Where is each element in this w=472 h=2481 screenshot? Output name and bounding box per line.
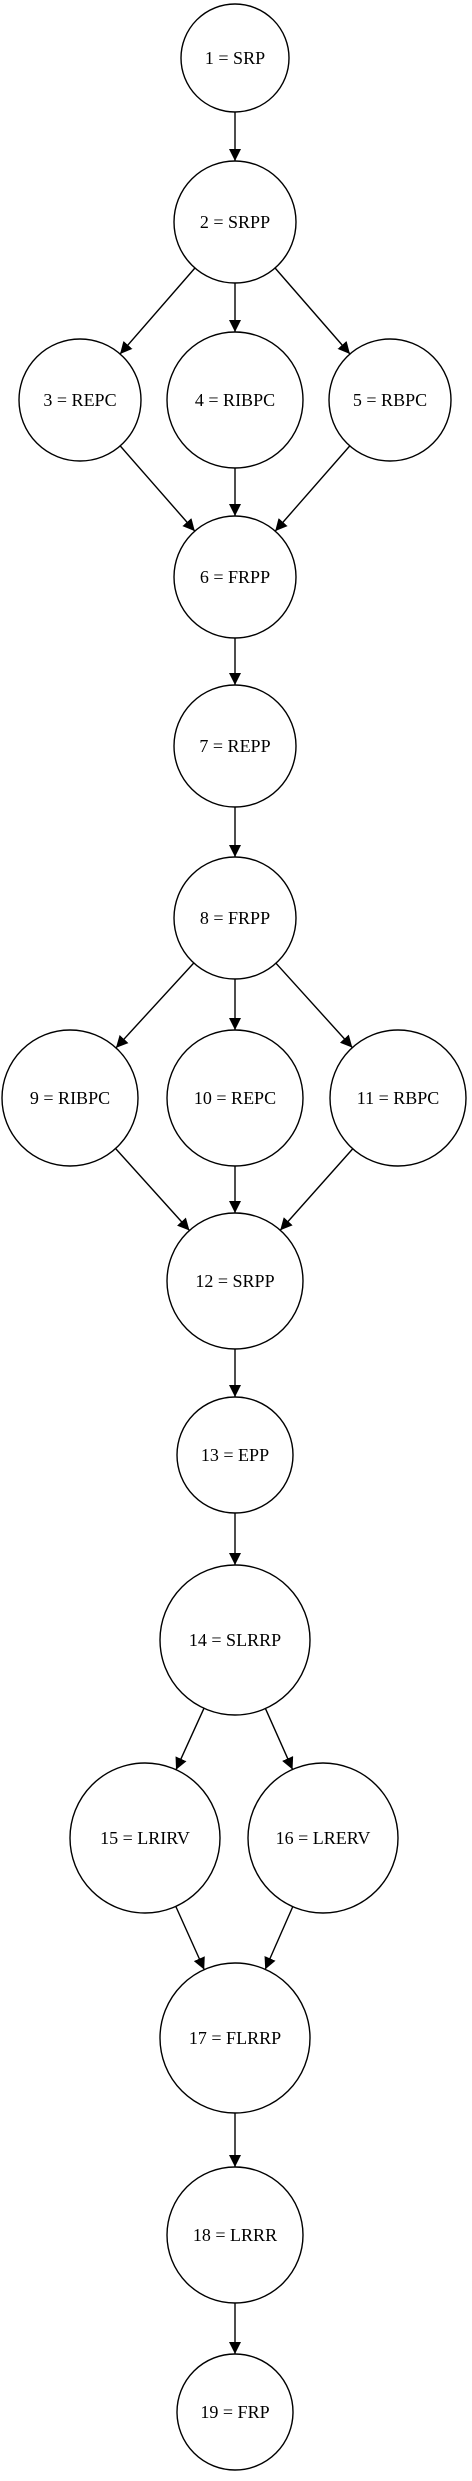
node-label: 7 = REPP [199,736,270,756]
node-label: 11 = RBPC [357,1088,440,1108]
edges-layer [115,112,354,2354]
node-label: 15 = LRIRV [100,1828,190,1848]
node-label: 6 = FRPP [200,567,270,587]
edge-arrow [119,267,196,355]
edge-arrow [274,267,351,355]
edge-9-12 [115,1148,190,1231]
node-11: 11 = RBPC [329,1029,467,1167]
edge-14-16 [264,1708,294,1770]
node-circle [166,1029,304,1167]
node-circle [159,1564,311,1716]
node-12: 12 = SRPP [166,1212,304,1350]
edge-arrow [264,1708,294,1770]
node-8: 8 = FRPP [173,856,297,980]
node-circle [1,1029,139,1167]
edge-14-15 [175,1707,205,1771]
node-label: 9 = RIBPC [30,1088,110,1108]
edge-arrow [119,445,196,532]
node-10: 10 = REPC [166,1029,304,1167]
node-label: 14 = SLRRP [189,1630,281,1650]
node-6: 6 = FRPP [173,515,297,639]
node-label: 18 = LRRR [193,2225,277,2245]
node-label: 10 = REPC [194,1088,276,1108]
node-circle [247,1762,399,1914]
node-19: 19 = FRP [176,2353,294,2471]
node-circle [159,1962,311,2114]
node-circle [173,160,297,284]
edge-8-9 [115,962,195,1049]
edge-arrow [115,1148,190,1231]
node-circle [166,2166,304,2304]
edge-5-6 [274,445,351,532]
node-9: 9 = RIBPC [1,1029,139,1167]
node-label: 5 = RBPC [353,390,427,410]
nodes-layer: 1 = SRP 2 = SRPP 3 = REPC 4 = RIBPC 5 = RBPC… [1,3,467,2471]
node-label: 1 = SRP [205,48,265,68]
node-4: 4 = RIBPC [166,331,304,469]
node-18: 18 = LRRR [166,2166,304,2304]
node-17: 17 = FLRRP [159,1962,311,2114]
node-1: 1 = SRP [180,3,290,113]
node-label: 16 = LRERV [276,1828,371,1848]
node-15: 15 = LRIRV [69,1762,221,1914]
node-label: 19 = FRP [200,2402,269,2422]
node-circle [166,1212,304,1350]
node-14: 14 = SLRRP [159,1564,311,1716]
node-7: 7 = REPP [173,684,297,808]
edge-arrow [264,1906,294,1970]
edge-arrow [275,962,353,1049]
edge-arrow [175,1906,205,1970]
node-circle [180,3,290,113]
node-label: 13 = EPP [201,1445,269,1465]
node-circle [18,338,142,462]
edge-2-3 [119,267,196,355]
edge-arrow [175,1707,205,1771]
node-label: 17 = FLRRP [189,2028,281,2048]
node-circle [173,856,297,980]
node-5: 5 = RBPC [328,338,452,462]
edge-arrow [115,962,195,1049]
edge-3-6 [119,445,196,532]
node-circle [328,338,452,462]
edge-arrow [279,1148,354,1231]
node-label: 8 = FRPP [200,908,270,928]
node-circle [173,684,297,808]
node-label: 12 = SRPP [195,1271,274,1291]
node-circle [329,1029,467,1167]
node-circle [176,2353,294,2471]
edge-11-12 [279,1148,354,1231]
node-2: 2 = SRPP [173,160,297,284]
node-label: 4 = RIBPC [195,390,275,410]
node-circle [166,331,304,469]
node-circle [176,1396,294,1514]
node-label: 3 = REPC [43,390,116,410]
edge-16-17 [264,1906,294,1970]
edge-15-17 [175,1906,205,1970]
node-circle [173,515,297,639]
edge-2-5 [274,267,351,355]
node-circle [69,1762,221,1914]
edge-arrow [274,445,351,532]
node-13: 13 = EPP [176,1396,294,1514]
edge-8-11 [275,962,353,1049]
node-label: 2 = SRPP [200,212,270,232]
node-3: 3 = REPC [18,338,142,462]
node-16: 16 = LRERV [247,1762,399,1914]
